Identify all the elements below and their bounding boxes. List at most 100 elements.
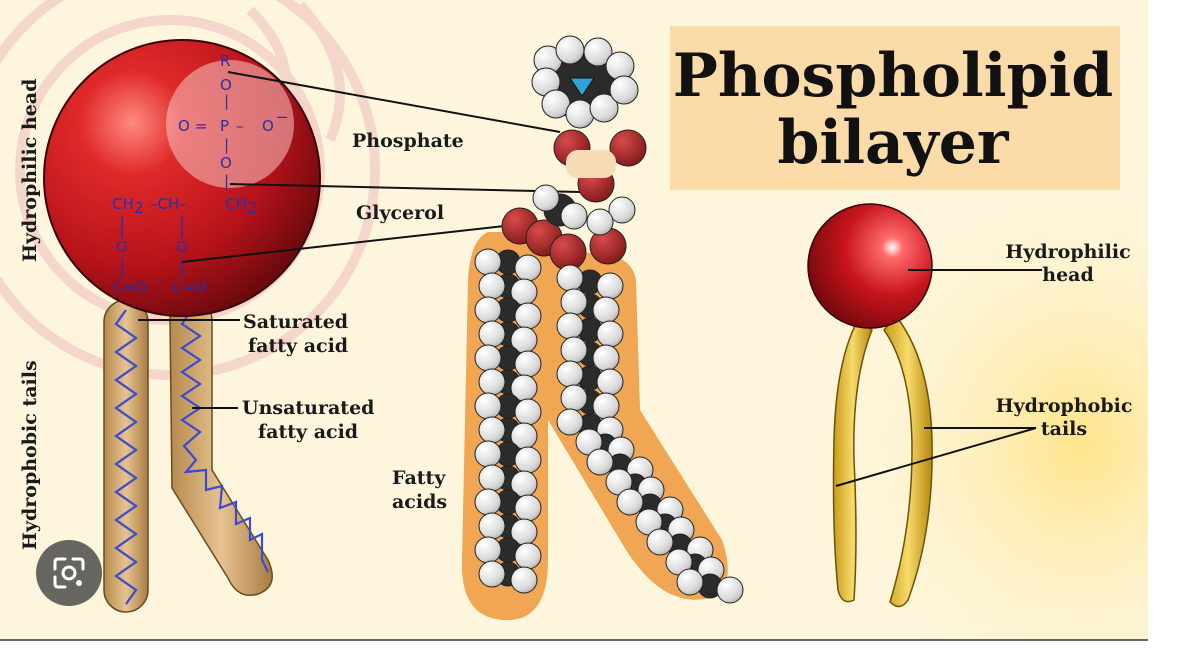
svg-text:|: | xyxy=(224,92,229,110)
svg-text:O: O xyxy=(116,238,128,256)
phosphate-label: Phosphate xyxy=(352,130,464,152)
bottom-white-margin xyxy=(0,640,1178,660)
hydrogen-atom xyxy=(586,448,614,476)
hydrogen-atom xyxy=(474,488,502,516)
phosphorus-atom xyxy=(566,150,616,178)
saturated-tail xyxy=(103,299,149,613)
oxygen-atom xyxy=(609,129,647,167)
title-line1: Phospholipid xyxy=(673,41,1113,111)
hydrogen-atom xyxy=(474,392,502,420)
unsaturated-label-line1: Unsaturated xyxy=(242,397,374,419)
svg-text:CH: CH xyxy=(225,195,247,213)
svg-text:–CH–: –CH– xyxy=(150,195,187,213)
hydrogen-atom xyxy=(560,336,588,364)
svg-text:P: P xyxy=(220,117,229,135)
hydrogen-atom xyxy=(532,184,560,212)
hydrogen-atom xyxy=(514,494,542,522)
saturated-label-line1: Saturated xyxy=(243,311,348,333)
svg-text:=: = xyxy=(195,117,208,135)
hydrogen-atom xyxy=(596,320,624,348)
hydrogen-atom xyxy=(474,440,502,468)
svg-text:C=O: C=O xyxy=(112,278,147,296)
svg-text:O: O xyxy=(178,117,190,135)
phosphate-highlight xyxy=(166,60,294,188)
space-filling-model xyxy=(461,35,744,621)
hydrogen-atom xyxy=(514,542,542,570)
hydrogen-atom xyxy=(589,93,619,123)
simple-tail-left xyxy=(832,318,873,603)
simple-hydrophilic-head xyxy=(807,203,933,329)
hydrogen-atom xyxy=(556,312,584,340)
hydrogen-atom xyxy=(556,264,584,292)
hydrogen-atom xyxy=(556,408,584,436)
title-line2: bilayer xyxy=(777,108,1009,178)
svg-text:O: O xyxy=(262,117,274,135)
hydrophobic-tails-vertical-label: Hydrophobic tails xyxy=(19,360,41,550)
svg-text:O: O xyxy=(176,238,188,256)
right-head-label-line1: Hydrophilic xyxy=(1005,241,1130,263)
hydrophilic-head-vertical-label: Hydrophilic head xyxy=(19,79,41,262)
leader-lines-center xyxy=(181,71,581,263)
hydrogen-atom xyxy=(474,536,502,564)
hydrogen-atom xyxy=(596,272,624,300)
hydrogen-atom xyxy=(560,202,588,230)
hydrogen-atom xyxy=(565,99,595,129)
saturated-label-line2: fatty acid xyxy=(248,335,348,357)
svg-text:|: | xyxy=(224,136,229,154)
hydrogen-atom xyxy=(478,464,506,492)
hydrogen-atom xyxy=(596,368,624,396)
right-tails-leader-b xyxy=(835,427,1037,487)
svg-text:|: | xyxy=(224,172,229,190)
hydrogen-atom xyxy=(586,208,614,236)
svg-text:CH: CH xyxy=(112,195,134,213)
right-head-label-line2: head xyxy=(1042,264,1094,286)
svg-text:−: − xyxy=(276,108,289,126)
right-white-margin xyxy=(1148,0,1178,660)
hydrogen-atom xyxy=(592,296,620,324)
fatty-acids-label-line1: Fatty xyxy=(392,467,446,489)
hydrogen-atom xyxy=(560,288,588,316)
hydrogen-atom xyxy=(609,75,639,105)
hydrogen-atom xyxy=(514,254,542,282)
hydrogen-atom xyxy=(478,272,506,300)
svg-text:–: – xyxy=(236,117,244,135)
chemical-structure: R O | O = P – O − | O | CH 2 –CH– CH 2 O… xyxy=(112,52,289,296)
hydrogen-atom xyxy=(560,384,588,412)
title-box xyxy=(670,26,1120,190)
hydrogen-atom xyxy=(474,248,502,276)
svg-text:R: R xyxy=(220,52,230,70)
hydrogen-atom xyxy=(616,488,644,516)
hydrogen-atom xyxy=(555,35,585,65)
hydrogen-atom xyxy=(716,576,744,604)
hydrogen-atom xyxy=(646,528,674,556)
hydrogen-atom xyxy=(676,568,704,596)
hydrogen-atom xyxy=(510,566,538,594)
svg-text:2: 2 xyxy=(247,199,257,217)
hydrogen-atom xyxy=(474,344,502,372)
hydrogen-atom xyxy=(474,296,502,324)
hydrogen-atom xyxy=(478,560,506,588)
unsaturated-label-line2: fatty acid xyxy=(258,421,358,443)
simple-tail-right xyxy=(883,314,933,608)
hydrogen-atom xyxy=(605,51,635,81)
svg-text:O: O xyxy=(220,76,232,94)
hydrogen-atom xyxy=(478,512,506,540)
hydrogen-atom xyxy=(608,196,636,224)
fatty-acids-label-line2: acids xyxy=(392,491,447,513)
hydrogen-atom xyxy=(583,37,613,67)
hydrogen-atom xyxy=(478,320,506,348)
hydrogen-atom xyxy=(514,350,542,378)
hydrogen-atom xyxy=(556,360,584,388)
glycerol-label: Glycerol xyxy=(356,202,444,224)
hydrogen-atom xyxy=(478,416,506,444)
google-lens-icon[interactable] xyxy=(36,540,102,606)
hydrogen-atom xyxy=(592,392,620,420)
nitrogen-atom xyxy=(569,77,595,97)
hydrogen-atom xyxy=(514,302,542,330)
oxygen-atom xyxy=(549,233,587,271)
right-tails-label-line2: tails xyxy=(1041,418,1087,440)
right-tails-label-line1: Hydrophobic xyxy=(996,395,1133,417)
hydrogen-atom xyxy=(478,368,506,396)
svg-text:2: 2 xyxy=(134,199,144,217)
